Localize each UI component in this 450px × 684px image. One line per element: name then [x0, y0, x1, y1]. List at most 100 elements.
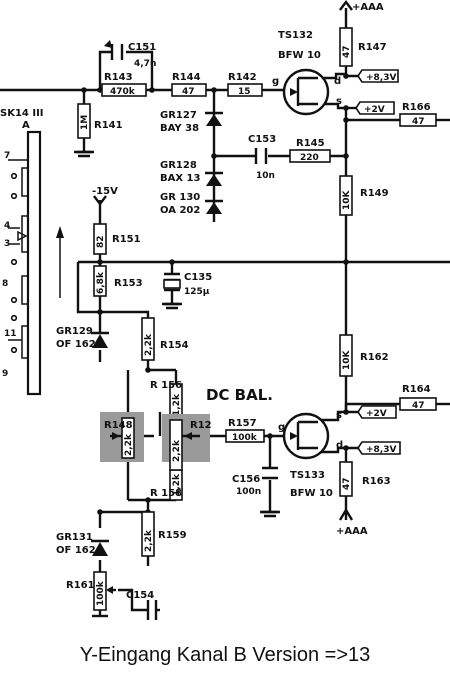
- svg-text:47: 47: [412, 117, 425, 127]
- svg-text:C151: C151: [128, 42, 156, 53]
- svg-text:R166: R166: [402, 102, 431, 113]
- svg-text:10K: 10K: [342, 189, 352, 210]
- r148-label: R148: [104, 420, 133, 431]
- wires: [0, 8, 450, 618]
- svg-text:2,2k: 2,2k: [144, 333, 154, 356]
- pin-4-label: 4: [4, 221, 10, 231]
- svg-text:R151: R151: [112, 234, 141, 245]
- svg-text:R141: R141: [94, 120, 123, 131]
- svg-text:125µ: 125µ: [184, 287, 210, 297]
- svg-text:220: 220: [300, 153, 319, 163]
- svg-text:-15V: -15V: [92, 186, 118, 197]
- r148-value: 2,2k: [124, 433, 134, 456]
- svg-text:15: 15: [238, 87, 251, 97]
- svg-text:R162: R162: [360, 352, 389, 363]
- svg-text:R149: R149: [360, 188, 389, 199]
- diode-gr130: GR 130 OA 202: [160, 192, 223, 216]
- voltage-label-83v: +8,3V: [357, 69, 399, 83]
- svg-text:TS133: TS133: [290, 470, 325, 481]
- pin-8-label: 8: [2, 279, 8, 289]
- svg-text:1,2k: 1,2k: [172, 473, 182, 496]
- svg-text:470k: 470k: [110, 87, 136, 97]
- diode-gr127: GR127 BAY 38: [160, 110, 223, 134]
- resistor-r142: R142 15: [227, 72, 263, 97]
- svg-text:OF 162: OF 162: [56, 545, 96, 556]
- svg-text:+AAA: +AAA: [336, 526, 368, 537]
- svg-text:47: 47: [182, 87, 195, 97]
- svg-text:4,7n: 4,7n: [134, 59, 156, 69]
- svg-text:OA 202: OA 202: [160, 205, 200, 216]
- svg-text:C156: C156: [232, 474, 260, 485]
- capacitor-c135: C135 125µ: [163, 272, 212, 297]
- capacitor-c154: C154: [126, 590, 160, 620]
- pin-3-label: 3: [4, 239, 10, 249]
- resistor-r162: R162 10K: [339, 334, 389, 377]
- resistor-r159: R159 2,2k: [141, 511, 187, 557]
- svg-text:100k: 100k: [232, 433, 258, 443]
- resistor-r147: R147 47: [339, 27, 387, 67]
- svg-text:10K: 10K: [342, 349, 352, 370]
- resistor-r149: R149 10K: [339, 175, 389, 216]
- svg-text:d: d: [334, 76, 341, 87]
- supply-neg15: -15V: [92, 186, 118, 206]
- svg-text:1,2k: 1,2k: [172, 393, 182, 416]
- svg-text:g: g: [272, 76, 279, 87]
- svg-text:g: g: [278, 422, 285, 433]
- voltage-label-2v-bottom: +2V: [357, 405, 397, 419]
- pin-11-label: 11: [4, 329, 17, 339]
- connector-sub: A: [22, 120, 30, 131]
- voltage-label-83v-bottom: +8,3V: [357, 441, 401, 455]
- resistor-r143: R143 470k: [101, 72, 147, 97]
- svg-text:R157: R157: [228, 418, 257, 429]
- resistor-r154: R154 2,2k: [141, 317, 189, 361]
- svg-text:GR 130: GR 130: [160, 192, 200, 203]
- svg-text:R164: R164: [402, 384, 431, 395]
- svg-text:GR131: GR131: [56, 532, 93, 543]
- supply-bottom: +AAA: [336, 507, 368, 537]
- voltage-label-2v-top: +2V: [355, 101, 395, 115]
- svg-text:100k: 100k: [96, 580, 106, 606]
- resistor-r145: R145 220: [289, 138, 331, 163]
- dc-bal-network: R148 2,2k R12 2,2k DC BAL.: [100, 386, 273, 471]
- resistor-r156: R 156 1,2k: [150, 380, 183, 421]
- svg-text:R159: R159: [158, 530, 187, 541]
- svg-text:GR129: GR129: [56, 326, 93, 337]
- resistor-r166: R166 47: [399, 102, 437, 127]
- diode-gr128: GR128 BAX 13: [160, 160, 223, 186]
- svg-text:47: 47: [342, 45, 352, 58]
- resistor-r151: R151 82: [93, 223, 141, 255]
- svg-text:BFW 10: BFW 10: [278, 50, 321, 61]
- svg-text:R 158: R 158: [150, 488, 182, 499]
- svg-text:+2V: +2V: [366, 409, 387, 419]
- capacitor-c151: C151 4,7n: [104, 40, 156, 69]
- svg-text:R154: R154: [160, 340, 189, 351]
- transistor-ts132: TS132 BFW 10 g d s: [272, 30, 342, 116]
- pin-7-label: 7: [4, 151, 10, 161]
- svg-text:47: 47: [412, 401, 425, 411]
- svg-text:TS132: TS132: [278, 30, 313, 41]
- resistor-r141: R141 1M: [77, 103, 123, 139]
- resistor-r153: R153 6,8k: [93, 265, 143, 297]
- svg-text:+8,3V: +8,3V: [366, 445, 396, 455]
- figure-caption: Y-Eingang Kanal B Version =>13: [79, 644, 371, 666]
- svg-text:100n: 100n: [236, 487, 261, 497]
- svg-text:10n: 10n: [256, 171, 275, 181]
- svg-text:BFW 10: BFW 10: [290, 488, 333, 499]
- svg-text:+2V: +2V: [364, 105, 385, 115]
- svg-text:BAX 13: BAX 13: [160, 173, 201, 184]
- resistor-r144: R144 47: [171, 72, 207, 97]
- supply-top: +AAA: [339, 0, 384, 13]
- r12-label: R12: [190, 420, 212, 431]
- connector-sk14: SK14 III A 7 4 3 8 11 9: [0, 108, 64, 396]
- circuit-schematic: SK14 III A 7 4 3 8 11 9 R143 470k R144 4…: [0, 0, 450, 620]
- svg-text:82: 82: [96, 235, 106, 248]
- svg-text:BAY 38: BAY 38: [160, 123, 199, 134]
- transistor-ts133: TS133 BFW 10 g s d: [278, 410, 343, 499]
- junction-dots: [81, 73, 349, 515]
- svg-text:R143: R143: [104, 72, 133, 83]
- svg-text:C153: C153: [248, 134, 276, 145]
- svg-text:2,2k: 2,2k: [144, 529, 154, 552]
- capacitor-c153: C153 10n: [248, 134, 276, 181]
- svg-text:R147: R147: [358, 42, 387, 53]
- resistor-r163: R163 47: [339, 461, 391, 497]
